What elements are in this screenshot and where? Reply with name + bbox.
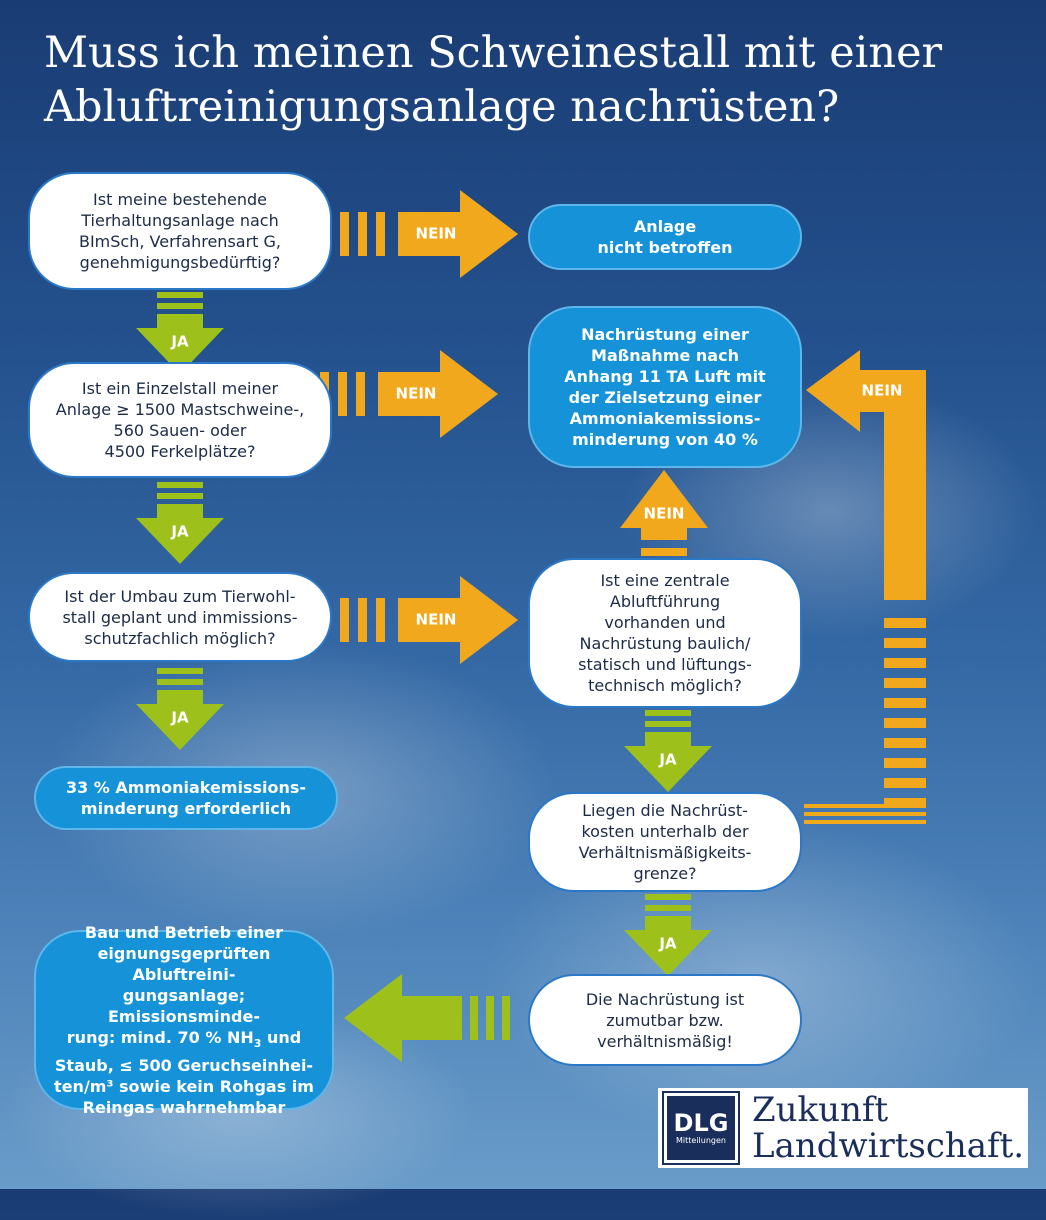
arrow-yes-4-label: JA — [658, 751, 677, 769]
logo-line-1: Zukunft — [752, 1090, 889, 1130]
arrow-no-2 — [378, 350, 498, 438]
arrow-no-loop-stripe — [884, 618, 926, 628]
arrow-yes-3-stripe — [157, 668, 203, 674]
title-line-1: Muss ich meinen Schweinestall mit einer — [44, 28, 943, 78]
question-text: Ist der Umbau zum Tierwohl-stall geplant… — [62, 586, 298, 648]
result-text: Bau und Betrieb einer eignungsgeprüften … — [54, 923, 314, 1117]
arrow-yes-3-label: JA — [170, 709, 189, 727]
arrow-yes-4 — [624, 732, 712, 792]
arrow-no-loop-stripe — [884, 798, 926, 808]
arrow-yes-2-stripe — [157, 493, 203, 499]
arrow-no-loop-stripe — [884, 698, 926, 708]
arrow-no-loop-stripe — [804, 812, 926, 816]
arrow-no-3-stripe — [376, 598, 385, 642]
arrow-yes-1-label: JA — [170, 333, 189, 351]
arrow-yes-1-stripe — [157, 303, 203, 309]
arrow-yes-3-stripe — [157, 679, 203, 685]
result-text: 33 % Ammoniakemissions-minderung erforde… — [65, 778, 307, 818]
page-title: Muss ich meinen Schweinestall mit einer … — [44, 26, 1004, 134]
arrow-yes-1 — [136, 314, 224, 374]
arrow-no-1 — [398, 190, 518, 278]
arrow-left-stripe — [486, 996, 494, 1040]
arrow-yes-2 — [136, 504, 224, 564]
dlg-logo-mark: DLG Mitteilungen — [662, 1091, 740, 1165]
arrow-no-3-stripe — [358, 598, 367, 642]
logo-mark-subtitle: Mitteilungen — [676, 1136, 726, 1145]
flow-arrows: NEIN NEIN NEIN JA JA JA JA JA NEIN NEIN — [136, 190, 926, 1062]
arrow-left-stripe — [502, 996, 510, 1040]
arrow-yes-4-stripe — [645, 710, 691, 716]
arrow-no-up-label: NEIN — [644, 505, 685, 523]
arrow-yes-5-stripe — [645, 905, 691, 911]
arrow-no-loop-stripe — [884, 778, 926, 788]
arrow-no-loop-stripe — [884, 658, 926, 668]
dlg-logo: DLG Mitteilungen Zukunft Landwirtschaft. — [658, 1088, 1028, 1168]
logo-wordmark: Zukunft Landwirtschaft. — [752, 1092, 1024, 1164]
arrow-yes-5-label: JA — [658, 935, 677, 953]
title-line-2: Abluftreinigungsanlage nachrüsten? — [44, 82, 840, 132]
arrow-no-up-stripe — [641, 548, 687, 556]
result-33-percent-reduction: 33 % Ammoniakemissions-minderung erforde… — [34, 766, 338, 830]
arrow-no-2-stripe — [338, 372, 347, 416]
question-retrofit-costs: Liegen die Nachrüst-kosten unterhalb der… — [528, 792, 802, 892]
arrow-no-3-stripe — [340, 598, 349, 642]
question-text: Liegen die Nachrüst-kosten unterhalb der… — [578, 801, 752, 883]
arrow-yes-4-stripe — [645, 721, 691, 727]
arrow-no-loop-stripe — [884, 738, 926, 748]
arrow-no-loop-stripe — [884, 638, 926, 648]
arrow-yes-1-stripe — [157, 292, 203, 298]
arrow-no-loop-stripe — [884, 718, 926, 728]
arrow-no-1-stripe — [340, 212, 349, 256]
arrow-no-loop-label: NEIN — [862, 382, 903, 400]
arrow-no-1-label: NEIN — [416, 225, 457, 243]
arrow-no-1-stripe — [376, 212, 385, 256]
arrow-no-loop — [806, 350, 926, 600]
arrow-no-3 — [398, 576, 518, 664]
arrow-no-loop-stripe — [884, 678, 926, 688]
arrow-yes-left — [344, 974, 462, 1062]
arrow-no-loop-stripe — [804, 820, 926, 824]
logo-mark-text: DLG — [673, 1109, 729, 1137]
arrow-no-loop-stripe — [804, 804, 926, 808]
result-exhaust-cleaning-system: Bau und Betrieb einer eignungsgeprüften … — [34, 923, 334, 1117]
arrow-yes-2-label: JA — [170, 523, 189, 541]
arrow-no-loop-stripe — [884, 758, 926, 768]
arrow-no-3-label: NEIN — [416, 611, 457, 629]
arrow-no-2-stripe — [356, 372, 365, 416]
arrow-no-2-label: NEIN — [396, 385, 437, 403]
arrow-left-stripe — [470, 996, 478, 1040]
arrow-yes-5 — [624, 916, 712, 976]
logo-line-2: Landwirtschaft. — [752, 1126, 1025, 1166]
arrow-yes-5-stripe — [645, 894, 691, 900]
question-animal-welfare-rebuild: Ist der Umbau zum Tierwohl-stall geplant… — [28, 572, 332, 662]
arrow-yes-3 — [136, 690, 224, 750]
arrow-yes-2-stripe — [157, 482, 203, 488]
arrow-no-1-stripe — [358, 212, 367, 256]
arrow-no-up — [620, 470, 708, 540]
